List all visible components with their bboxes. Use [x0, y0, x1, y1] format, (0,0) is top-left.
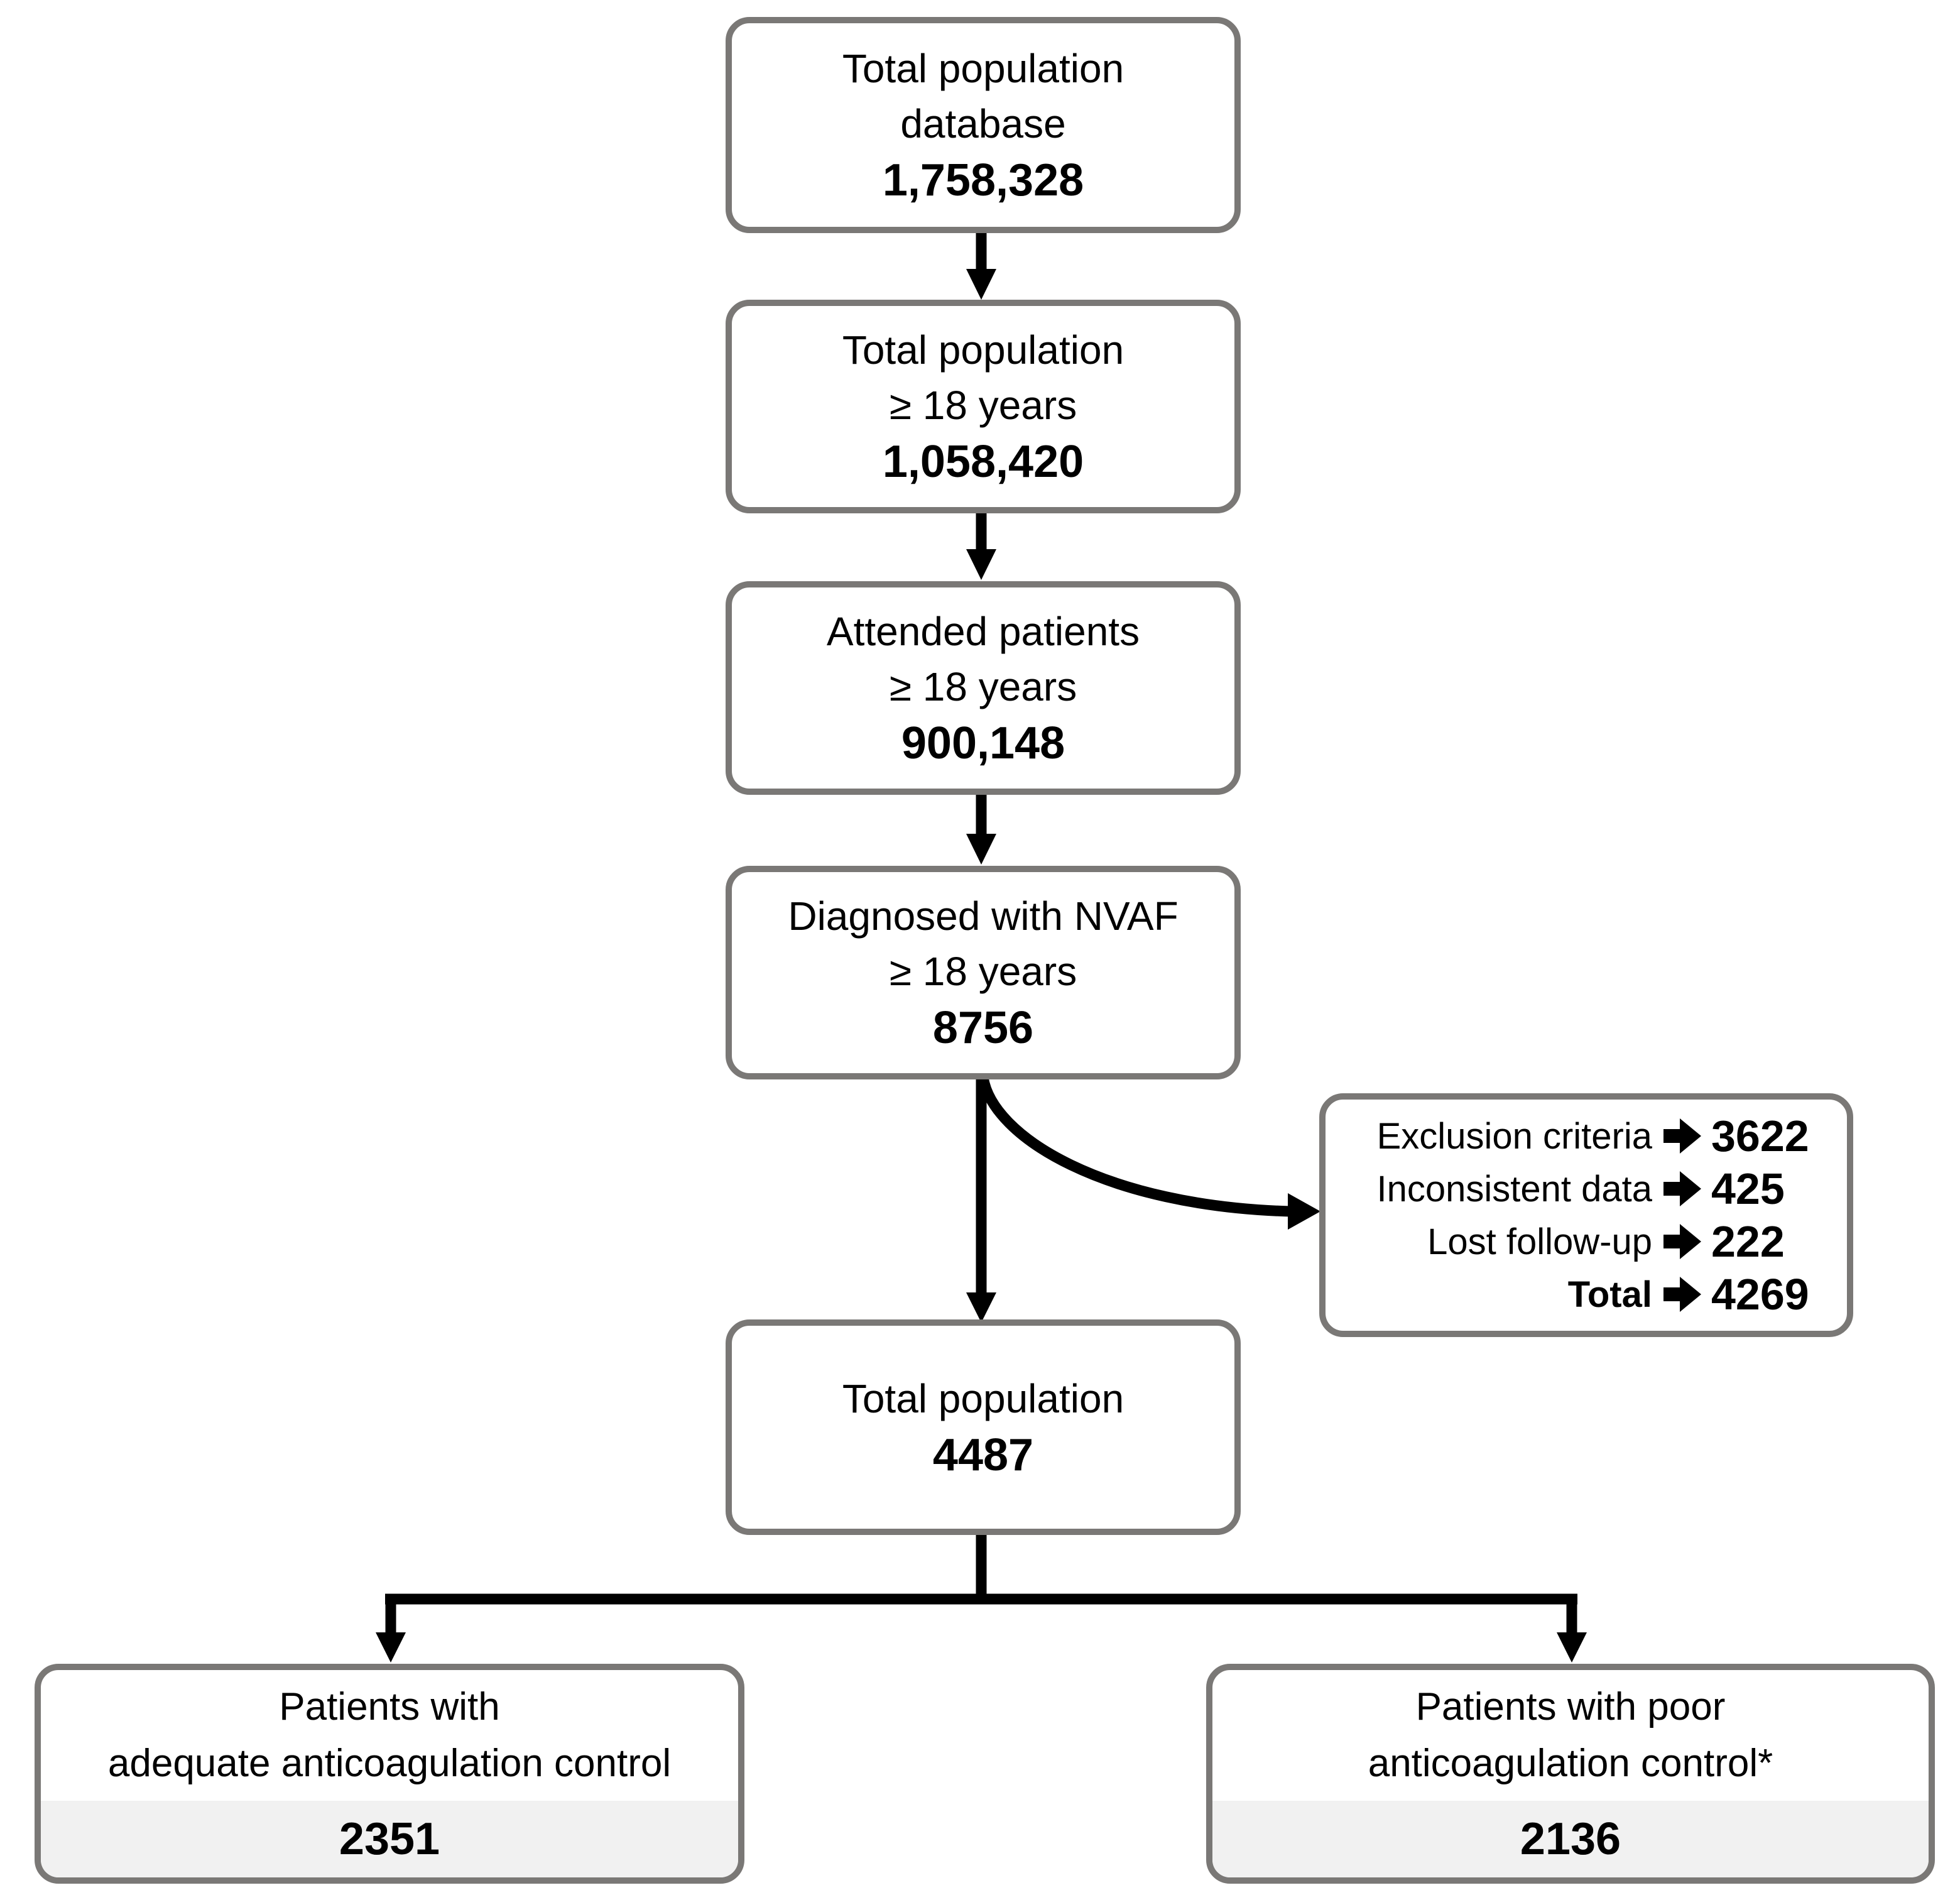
exclusion-count: 3622	[1711, 1111, 1809, 1160]
arrowhead-down-1	[966, 269, 996, 300]
node-exclusion-summary: Exclusion criteria 3622 Inconsistent dat…	[1319, 1093, 1853, 1337]
exclusion-row: Inconsistent data 425	[1334, 1162, 1831, 1215]
right-arrow-icon	[1663, 1118, 1701, 1154]
node-text: adequate anticoagulation control	[107, 1742, 672, 1785]
node-count: 1,058,420	[882, 437, 1084, 487]
arrowhead-right-exclusion	[1288, 1193, 1320, 1230]
curved-arrow-to-exclusion-line	[977, 1076, 1292, 1217]
exclusion-count: 425	[1711, 1164, 1785, 1213]
right-arrow-icon	[1663, 1171, 1701, 1206]
node-text: Patients with	[279, 1685, 500, 1728]
node-text: Diagnosed with NVAF	[788, 893, 1179, 939]
exclusion-row: Total 4269	[1334, 1268, 1831, 1321]
node-text-block: Patients with adequate anticoagulation c…	[41, 1670, 738, 1801]
node-count: 4487	[932, 1429, 1034, 1480]
node-total-population-database: Total population database 1,758,328	[726, 17, 1241, 233]
node-total-population-adults: Total population ≥ 18 years 1,058,420	[726, 300, 1241, 513]
node-text: database	[900, 101, 1066, 146]
node-text: anticoagulation control*	[1368, 1742, 1773, 1785]
node-count: 8756	[932, 1003, 1034, 1053]
value-band: 2136	[1212, 1801, 1929, 1877]
node-text: Total population	[842, 327, 1124, 373]
node-attended-patients: Attended patients ≥ 18 years 900,148	[726, 581, 1241, 795]
right-arrow-icon	[1663, 1277, 1701, 1312]
exclusion-label: Inconsistent data	[1376, 1168, 1652, 1210]
exclusion-count: 4269	[1711, 1270, 1809, 1319]
node-text: Attended patients	[826, 609, 1140, 654]
value-band: 2351	[41, 1801, 738, 1877]
node-text: Total population	[842, 1375, 1124, 1421]
arrowhead-down-4	[966, 1292, 996, 1323]
node-text: ≥ 18 years	[889, 664, 1077, 709]
node-poor-control: Patients with poor anticoagulation contr…	[1206, 1664, 1935, 1884]
node-total-population-included: Total population 4487	[726, 1319, 1241, 1535]
node-text: Patients with poor	[1415, 1685, 1726, 1728]
node-text-block: Patients with poor anticoagulation contr…	[1212, 1670, 1929, 1801]
node-adequate-control: Patients with adequate anticoagulation c…	[35, 1664, 744, 1884]
arrowhead-down-right-branch	[1557, 1632, 1587, 1663]
exclusion-count: 222	[1711, 1217, 1785, 1266]
arrowhead-down-left-branch	[376, 1632, 406, 1663]
node-diagnosed-nvaf: Diagnosed with NVAF ≥ 18 years 8756	[726, 866, 1241, 1079]
node-text: ≥ 18 years	[889, 383, 1077, 428]
node-count: 2136	[1520, 1814, 1621, 1864]
arrowhead-down-2	[966, 549, 996, 580]
right-arrow-icon	[1663, 1224, 1701, 1259]
exclusion-label: Lost follow-up	[1427, 1221, 1652, 1262]
exclusion-label: Total	[1567, 1274, 1652, 1315]
exclusion-row: Exclusion criteria 3622	[1334, 1110, 1831, 1162]
node-count: 2351	[339, 1814, 440, 1864]
arrowhead-down-3	[966, 834, 996, 865]
node-text: ≥ 18 years	[889, 949, 1077, 994]
node-count: 1,758,328	[882, 155, 1084, 205]
node-text: Total population	[842, 46, 1124, 91]
exclusion-row: Lost follow-up 222	[1334, 1215, 1831, 1268]
node-count: 900,148	[901, 718, 1065, 768]
exclusion-label: Exclusion criteria	[1376, 1115, 1652, 1157]
